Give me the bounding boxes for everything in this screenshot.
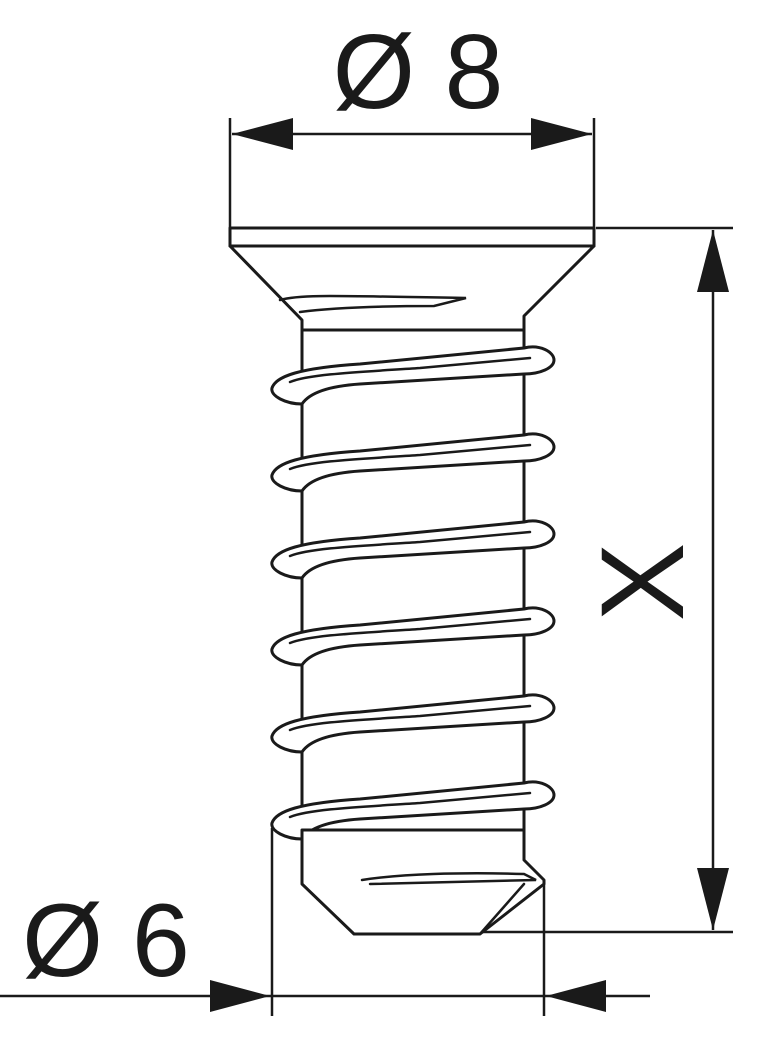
tip-thread-end bbox=[360, 872, 537, 886]
length-label: X bbox=[577, 543, 709, 622]
length-arrow-bottom bbox=[697, 868, 729, 930]
shank-arrow-right bbox=[546, 980, 606, 1012]
head-diameter-label: Ø 8 bbox=[333, 13, 504, 131]
thread-crest-edge bbox=[288, 356, 532, 384]
head-countersink bbox=[228, 244, 596, 342]
screw-threads bbox=[270, 345, 556, 841]
thread-crest-edge bbox=[288, 791, 532, 819]
head-arrow-left bbox=[232, 118, 293, 150]
head-diameter-dimension: Ø 8 bbox=[228, 13, 596, 230]
head-top-band bbox=[228, 226, 596, 248]
head-thread-start bbox=[278, 294, 467, 314]
tip-chamfer-line bbox=[478, 882, 526, 936]
screw-shank bbox=[300, 328, 526, 852]
head-arrow-right bbox=[531, 118, 592, 150]
shank-diameter-label: Ø 6 bbox=[22, 883, 190, 999]
length-arrow-top bbox=[697, 230, 729, 292]
thread-crest-edge bbox=[288, 530, 532, 558]
screw bbox=[228, 226, 596, 936]
thread-crest-edge bbox=[288, 617, 532, 645]
screw-tip bbox=[300, 828, 546, 936]
screw-head bbox=[228, 226, 596, 342]
shank-arrow-left bbox=[210, 980, 270, 1012]
thread-crest-edge bbox=[288, 704, 532, 732]
thread-crest-edge bbox=[288, 443, 532, 471]
shank-diameter-dimension: Ø 6 bbox=[0, 828, 650, 1016]
length-dimension: X bbox=[480, 226, 733, 934]
